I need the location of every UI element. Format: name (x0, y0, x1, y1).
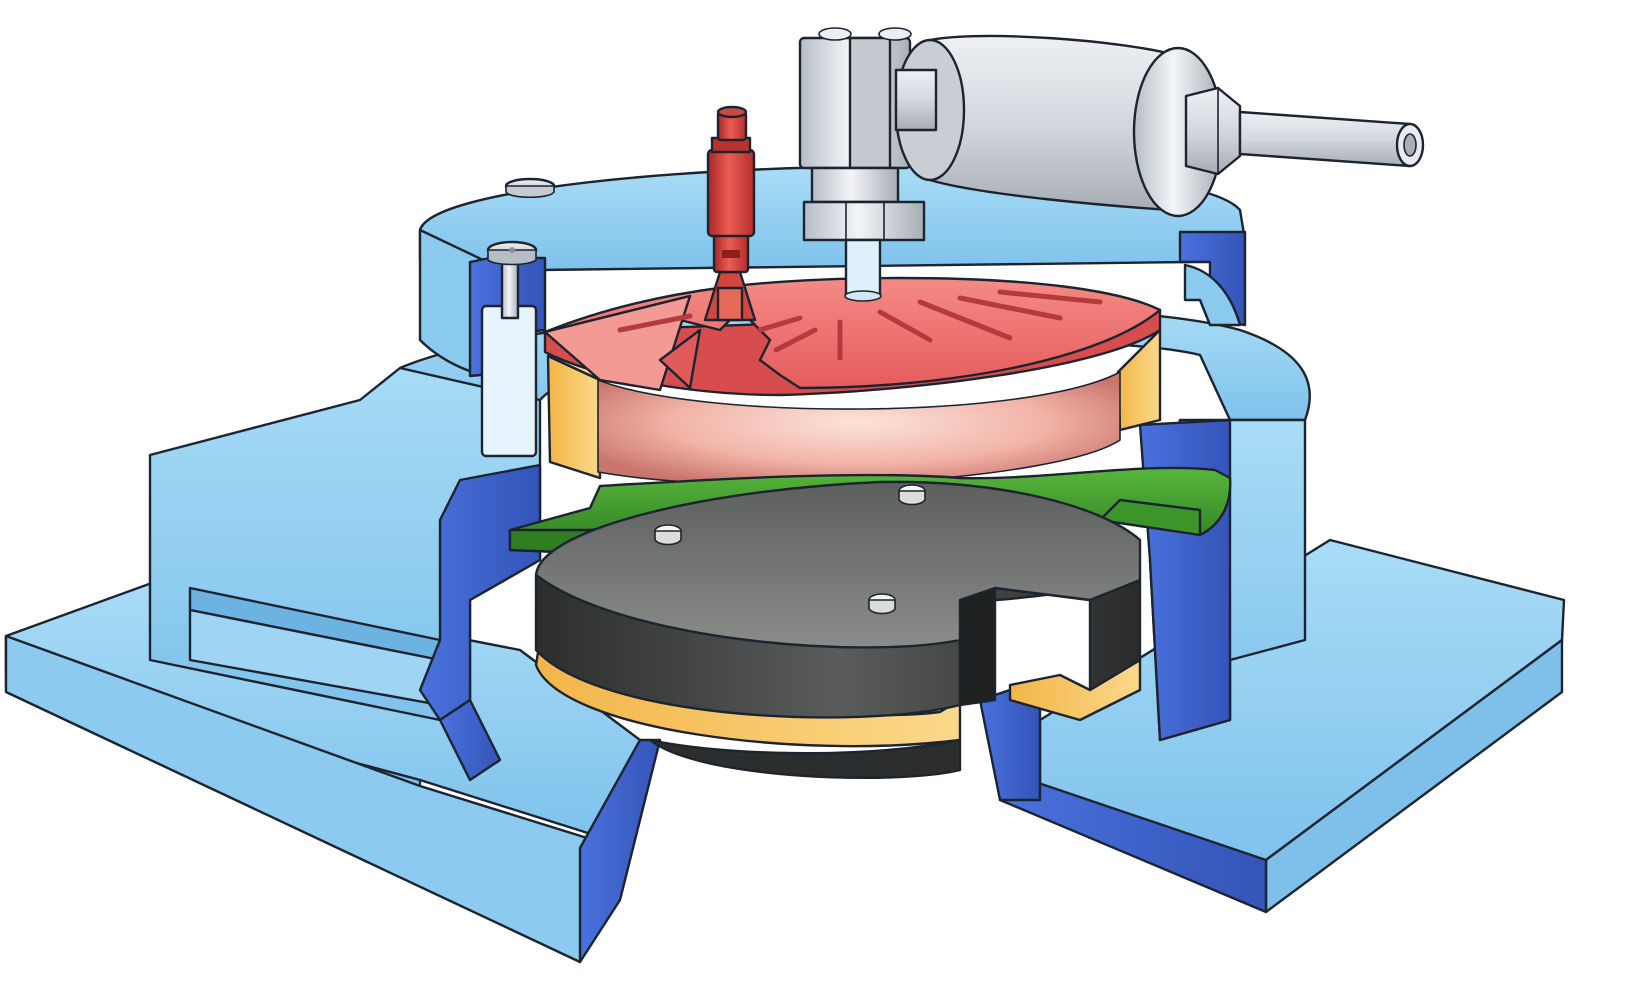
nozzle (703, 105, 757, 322)
plate-slots (617, 289, 1103, 361)
ejector-pins (654, 484, 926, 615)
nozzle-icon (722, 250, 740, 258)
hot-plate (543, 276, 1162, 397)
base-plate (4, 538, 1566, 964)
core-block (534, 480, 1142, 779)
actuator-cylinder-icon (894, 34, 1425, 218)
actuator (798, 27, 1425, 302)
pin-icon (509, 247, 515, 253)
guide-pin (480, 240, 538, 458)
